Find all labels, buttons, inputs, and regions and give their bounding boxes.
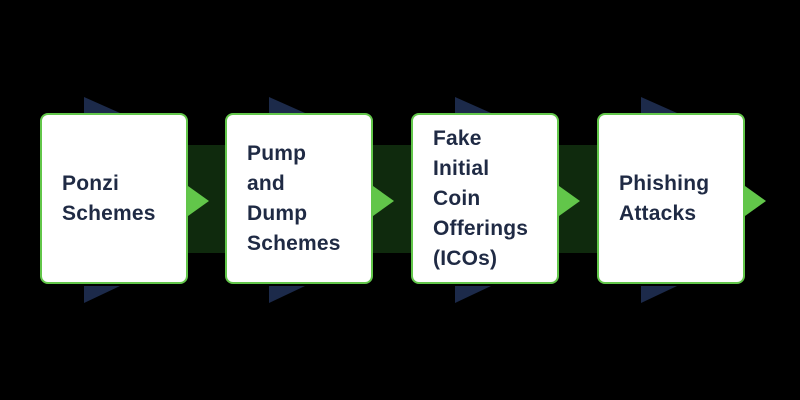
step-card-phishing-attacks: Phishing Attacks <box>597 113 745 284</box>
step-card-fake-icos: Fake Initial Coin Offerings (ICOs) <box>411 113 559 284</box>
back-chevron-icon <box>84 97 120 113</box>
step-label: Ponzi Schemes <box>62 171 156 225</box>
back-chevron-icon <box>84 286 120 303</box>
arrow-right-icon <box>745 186 766 216</box>
arrow-right-icon <box>188 186 209 216</box>
step-label: Phishing Attacks <box>619 171 710 225</box>
step-label: Pump and Dump Schemes <box>247 141 341 255</box>
step-card-ponzi-schemes: Ponzi Schemes <box>40 113 188 284</box>
back-chevron-icon <box>641 97 677 113</box>
back-chevron-icon <box>269 97 305 113</box>
back-chevron-icon <box>641 286 677 303</box>
step-card-pump-and-dump-schemes: Pump and Dump Schemes <box>225 113 373 284</box>
back-chevron-icon <box>455 286 491 303</box>
arrow-right-icon <box>373 186 394 216</box>
step-label: Fake Initial Coin Offerings (ICOs) <box>433 126 529 270</box>
arrow-right-icon <box>559 186 580 216</box>
back-chevron-icon <box>269 286 305 303</box>
back-chevron-icon <box>455 97 491 113</box>
